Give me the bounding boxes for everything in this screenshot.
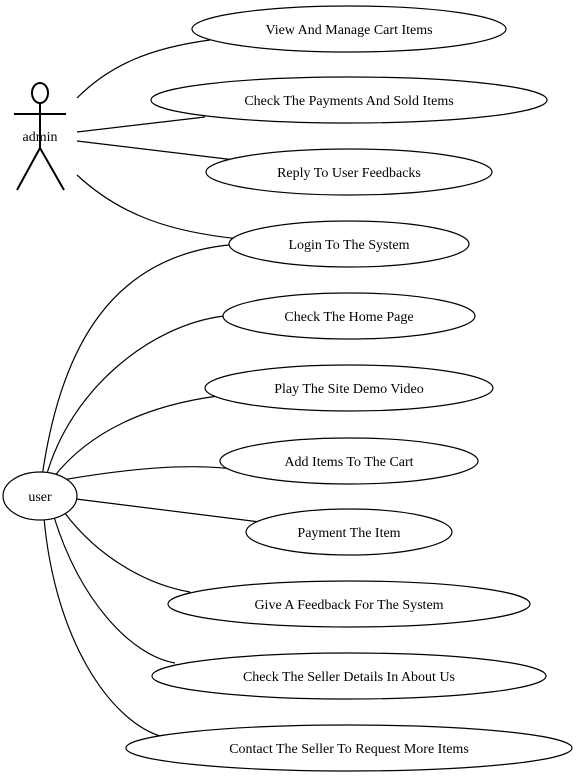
user-actor-shape bbox=[2, 471, 78, 521]
admin-actor bbox=[14, 82, 66, 191]
association-admin-reply-feedbacks bbox=[76, 140, 236, 161]
use-case-view-manage-cart bbox=[191, 5, 507, 53]
use-case-label: Play The Site Demo Video bbox=[274, 382, 424, 397]
admin-actor-label: admin bbox=[23, 130, 58, 145]
use-case-add-items bbox=[219, 437, 479, 485]
use-case-reply-feedbacks bbox=[205, 148, 493, 196]
admin-actor-head bbox=[31, 82, 49, 104]
use-case-seller-details bbox=[151, 652, 547, 700]
association-user-contact-seller bbox=[43, 517, 161, 737]
use-case-check-payments bbox=[150, 76, 548, 124]
use-case-play-demo bbox=[204, 364, 494, 412]
use-case-label: Contact The Seller To Request More Items bbox=[229, 742, 469, 757]
association-user-payment-item bbox=[75, 498, 261, 523]
use-case-login bbox=[228, 220, 470, 268]
admin-actor-right-leg bbox=[39, 147, 65, 191]
use-case-contact-seller bbox=[125, 724, 573, 772]
use-case-label: Login To The System bbox=[288, 238, 409, 253]
user-actor-label: user bbox=[28, 490, 52, 505]
use-case-payment-item bbox=[245, 508, 453, 556]
association-user-check-home bbox=[45, 315, 225, 478]
admin-actor-left-leg bbox=[16, 147, 41, 191]
use-case-label: Check The Home Page bbox=[284, 310, 413, 325]
use-case-give-feedback bbox=[167, 580, 531, 628]
use-case-label: Payment The Item bbox=[297, 526, 400, 541]
association-user-login bbox=[41, 243, 241, 478]
association-admin-view-manage-cart bbox=[76, 39, 211, 99]
user-actor: user bbox=[2, 471, 78, 521]
use-case-label: Check The Seller Details In About Us bbox=[243, 670, 455, 685]
use-case-check-home bbox=[222, 292, 476, 340]
association-user-add-items bbox=[61, 466, 241, 481]
use-case-label: Reply To User Feedbacks bbox=[277, 166, 421, 181]
association-user-seller-details bbox=[53, 516, 176, 664]
use-case-label: Check The Payments And Sold Items bbox=[244, 94, 453, 109]
association-user-play-demo bbox=[52, 395, 219, 479]
association-admin-login bbox=[76, 174, 241, 240]
association-admin-check-payments bbox=[76, 116, 206, 133]
association-user-give-feedback bbox=[63, 511, 191, 593]
use-case-label: View And Manage Cart Items bbox=[265, 23, 432, 38]
use-case-label: Give A Feedback For The System bbox=[254, 598, 443, 613]
association-lines bbox=[41, 39, 261, 737]
use-case-label: Add Items To The Cart bbox=[284, 455, 413, 470]
